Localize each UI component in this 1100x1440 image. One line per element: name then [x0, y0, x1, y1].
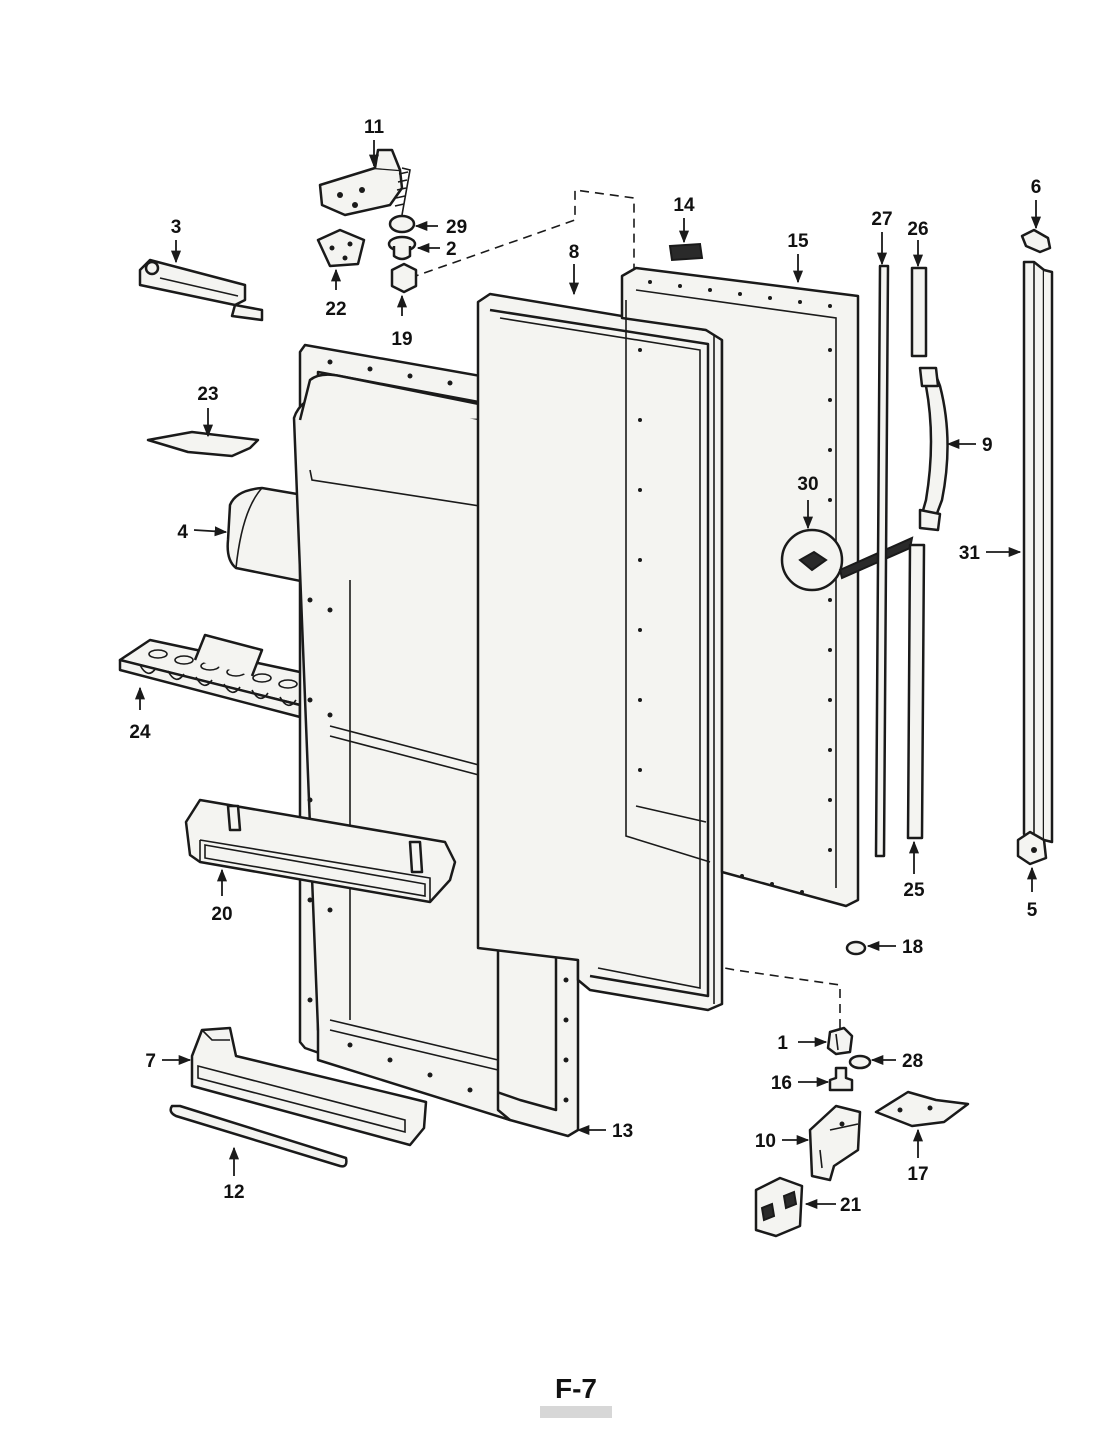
callout-18: 18 — [902, 937, 923, 958]
callout-6: 6 — [1031, 177, 1042, 198]
hinge-cap-part — [390, 262, 418, 294]
door-edge-trim-part — [1022, 260, 1054, 844]
nameplate-part — [668, 242, 704, 262]
callout-31: 31 — [959, 543, 981, 564]
callout-9: 9 — [982, 435, 993, 456]
callout-27: 27 — [871, 209, 892, 230]
door-gasket-part — [476, 292, 724, 1012]
outer-door-panel-part — [620, 266, 860, 908]
callout-28: 28 — [902, 1051, 923, 1072]
callout-25: 25 — [903, 880, 925, 901]
callout-4: 4 — [177, 522, 188, 543]
bottom-hinge-plate-part — [874, 1090, 970, 1128]
lower-handle-trim-part — [906, 543, 926, 840]
callout-19: 19 — [391, 329, 412, 350]
callout-3: 3 — [171, 217, 182, 238]
top-hinge-part — [318, 148, 411, 217]
callout-17: 17 — [907, 1164, 928, 1185]
callout-29: 29 — [446, 217, 467, 238]
callout-22: 22 — [325, 299, 346, 320]
callout-14: 14 — [673, 195, 695, 216]
bearing-part — [826, 1026, 854, 1056]
bottom-hinge-part — [808, 1104, 862, 1182]
callout-30: 30 — [797, 474, 818, 495]
callout-16: 16 — [771, 1073, 792, 1094]
trim-top-cap-part — [1020, 228, 1052, 254]
small-deflector-part — [146, 430, 260, 458]
callout-8: 8 — [569, 242, 580, 263]
callout-5: 5 — [1027, 900, 1038, 921]
washer-part — [388, 214, 416, 234]
egg-tray-part — [118, 633, 330, 719]
door-stop-bracket-part — [138, 258, 264, 322]
door-shelf-bin-part — [184, 798, 457, 904]
side-trim-rod-part — [874, 264, 890, 858]
callout-21: 21 — [840, 1195, 862, 1216]
hinge-spacer-plate-part — [754, 1176, 804, 1238]
callout-15: 15 — [787, 231, 809, 252]
callout-11: 11 — [364, 117, 385, 138]
callout-1: 1 — [777, 1033, 788, 1054]
trim-bottom-cap-part — [1016, 830, 1048, 866]
callout-12: 12 — [223, 1182, 244, 1203]
page-label-smudge — [540, 1406, 612, 1418]
shelf-trim-strip-part — [169, 1104, 348, 1168]
page-label: F-7 — [555, 1373, 597, 1404]
hole-plug-part — [845, 940, 867, 956]
callout-24: 24 — [129, 722, 151, 743]
callout-7: 7 — [145, 1051, 156, 1072]
hinge-shim-plate — [316, 228, 366, 268]
spacer-part — [848, 1054, 872, 1070]
callout-2: 2 — [446, 239, 457, 260]
door-plug-detail — [780, 528, 914, 592]
lower-door-shelf-part — [190, 1026, 428, 1147]
pivot-pin-part — [828, 1066, 854, 1092]
dashed-alignment-line-top — [409, 189, 635, 290]
callout-10: 10 — [755, 1131, 776, 1152]
callout-23: 23 — [197, 384, 218, 405]
door-handle-part — [918, 366, 949, 532]
callout-26: 26 — [907, 219, 928, 240]
callout-20: 20 — [211, 904, 232, 925]
leader-lines — [134, 140, 1042, 1210]
callout-13: 13 — [612, 1121, 633, 1142]
upper-handle-trim-part — [910, 266, 928, 358]
callout-labels: 1 2 3 4 5 6 7 8 9 10 11 12 13 14 15 16 1… — [129, 117, 1041, 1216]
bushing-part — [387, 235, 417, 261]
